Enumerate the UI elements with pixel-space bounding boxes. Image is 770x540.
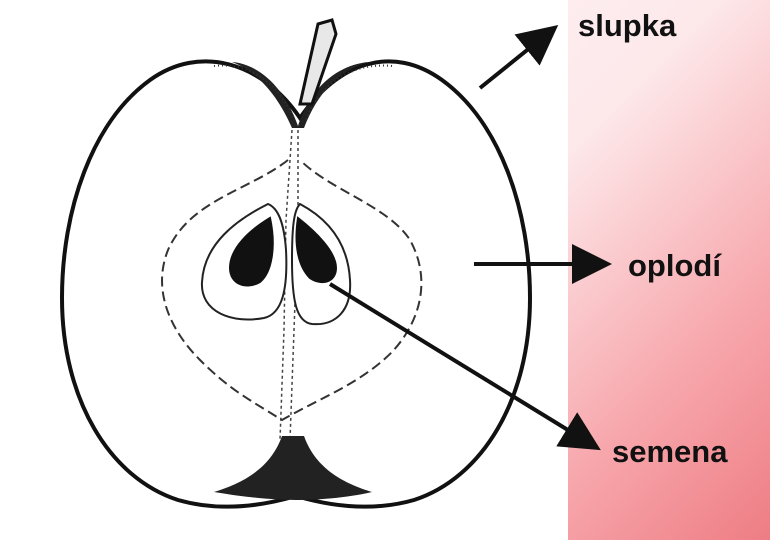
arrow-to-skin <box>480 30 552 88</box>
label-seeds: semena <box>612 436 727 467</box>
label-pericarp: oplodí <box>628 250 721 281</box>
label-skin: slupka <box>578 10 676 41</box>
